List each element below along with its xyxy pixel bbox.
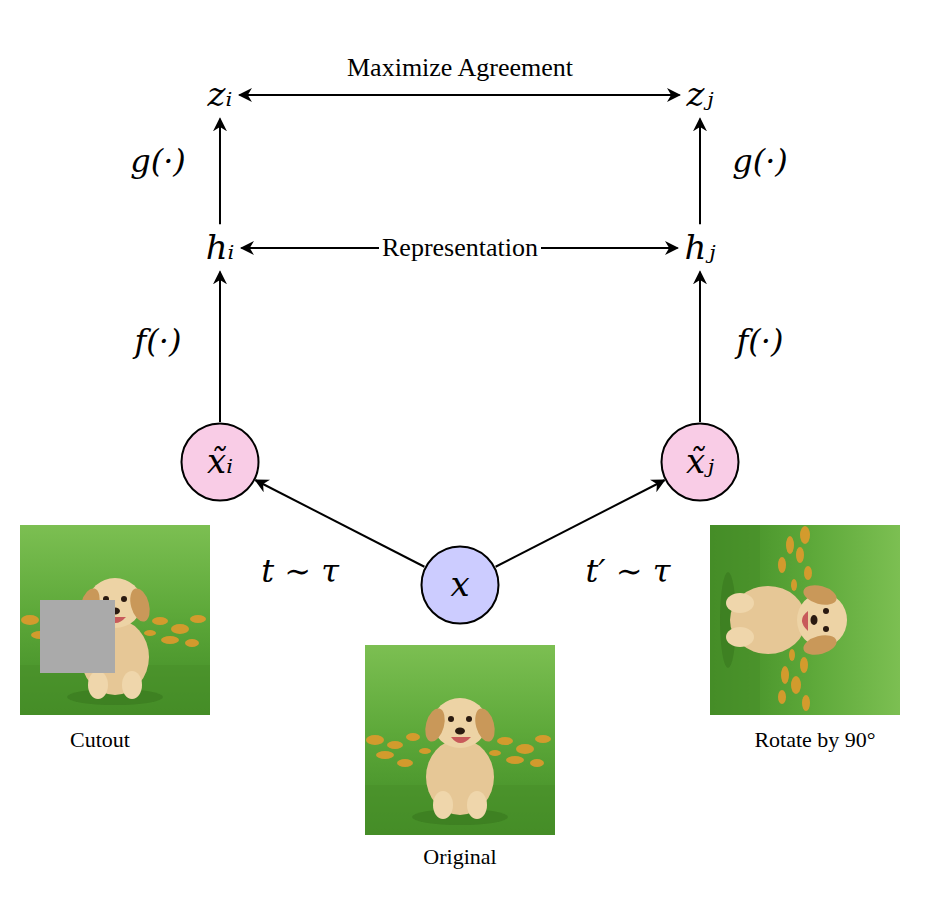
vector-label: x̃ᵢ — [207, 443, 233, 480]
vector-node: zⱼ — [683, 74, 718, 115]
input-circle: x̃ⱼ — [660, 422, 740, 502]
cutout-image — [20, 525, 210, 715]
vector-label: hⱼ — [685, 229, 716, 266]
edge-label: g(·) — [732, 144, 788, 179]
edge-label: Representation — [379, 234, 541, 263]
image-caption: Original — [423, 844, 496, 870]
arrow-connector — [219, 119, 221, 225]
vector-node: zᵢ — [204, 74, 237, 115]
input-circle: x̃ᵢ — [180, 422, 260, 502]
arrow-connector — [239, 94, 679, 96]
image-caption: Rotate by 90° — [754, 727, 875, 753]
edge-label: f(·) — [135, 324, 182, 359]
vector-label: x̃ⱼ — [686, 443, 714, 480]
edge-label: g(·) — [130, 144, 186, 179]
vector-node: hᵢ — [202, 227, 239, 268]
image-caption: Cutout — [70, 727, 130, 753]
vector-node: hⱼ — [681, 227, 720, 268]
arrow-connector — [699, 119, 701, 225]
vector-label: x — [450, 566, 469, 603]
edge-label: f(·) — [737, 324, 784, 359]
arrow-connector — [699, 272, 701, 422]
edge-label: t′ ∼ τ — [586, 554, 671, 589]
vector-label: zᵢ — [208, 76, 233, 113]
arrow-connector — [219, 272, 221, 422]
edge-label: t ∼ τ — [261, 554, 339, 589]
edge-label: Maximize Agreement — [347, 54, 573, 83]
input-circle: x — [420, 545, 500, 625]
vector-label: zⱼ — [687, 76, 714, 113]
original-image — [365, 645, 555, 835]
rotated-image — [710, 525, 900, 715]
vector-label: hᵢ — [206, 229, 235, 266]
